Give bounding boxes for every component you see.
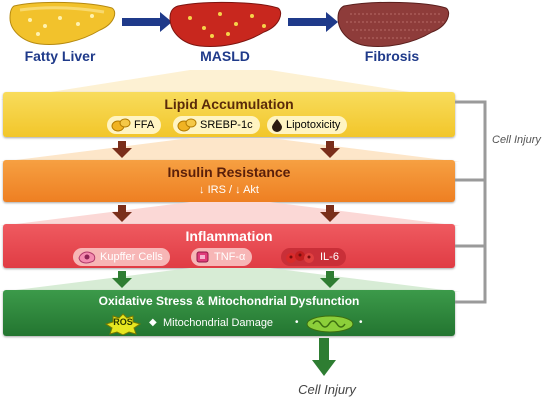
down-arrow-left (112, 271, 132, 288)
oxidative-stress-title: Oxidative Stress & Mitochondrial Dysfunc… (98, 294, 360, 308)
fibrosis-label: Fibrosis (364, 48, 420, 64)
diamond-icon: ◆ (149, 317, 157, 328)
lipotoxicity-label: Lipotoxicity (286, 119, 341, 131)
dot-separator: • (359, 317, 363, 328)
slash-separator: / (228, 184, 233, 196)
down-arrow-right (320, 141, 340, 158)
bottom-down-arrow (312, 338, 336, 376)
liver-progression (9, 1, 450, 47)
irs-label: IRS (207, 184, 226, 196)
insulin-resistance-title: Insulin Resistance (167, 164, 291, 180)
arrows-insulin-to-inflammation (0, 202, 460, 226)
irs-akt-row: ↓ IRS / ↓ Akt (3, 184, 455, 196)
cytokine-icon (196, 251, 209, 263)
dot-separator: • (295, 317, 299, 328)
kupffer-cells-label: Kupffer Cells (100, 251, 163, 263)
lipid-accumulation-band: Lipid Accumulation FFA SREBP-1c Lipotoxi… (3, 92, 455, 137)
down-arrow-icon: ↓ (235, 184, 241, 196)
side-cell-injury-label: Cell Injury (492, 134, 541, 146)
lipid-accumulation-title: Lipid Accumulation (164, 96, 294, 112)
lipotoxicity-pill: Lipotoxicity (267, 116, 348, 134)
progression-arrow-2 (288, 12, 338, 32)
ros-label: ROS (113, 317, 133, 327)
oil-drop-icon (272, 119, 282, 132)
inflammation-band: Inflammation Kupffer Cells TNF-α IL-6 (3, 224, 455, 268)
il6-pill: IL-6 (281, 248, 346, 266)
down-arrow-left (112, 141, 132, 158)
kupffer-cells-pill: Kupffer Cells (73, 248, 170, 266)
arrows-inflammation-to-oxidative (0, 268, 460, 292)
fatty-liver-label: Fatty Liver (24, 48, 96, 64)
down-arrow-right (320, 271, 340, 288)
immune-cell-cluster-icon (286, 251, 314, 263)
down-arrow-left (112, 205, 132, 222)
ros-icon: ROS (103, 313, 143, 340)
mitochondria-icon (306, 315, 354, 333)
progression-arrow-1 (122, 12, 172, 32)
fatty-liver-image (9, 1, 116, 45)
macrophage-icon (78, 251, 96, 264)
down-arrow-right (320, 205, 340, 222)
ffa-label: FFA (134, 119, 155, 131)
fat-droplet-icon (177, 118, 197, 132)
tnf-alpha-pill: TNF-α (191, 248, 253, 266)
tnf-alpha-label: TNF-α (214, 251, 246, 263)
masld-label: MASLD (200, 48, 250, 64)
akt-label: Akt (243, 184, 259, 196)
srebp-label: SREBP-1c (200, 119, 253, 131)
masld-liver-image (169, 1, 282, 47)
mitochondrial-damage-label: Mitochondrial Damage (163, 317, 274, 329)
srebp-pill: SREBP-1c (173, 116, 260, 134)
arrows-lipid-to-insulin (0, 138, 460, 162)
side-bracket (455, 100, 487, 304)
fat-droplet-icon (111, 118, 131, 132)
il6-label: IL-6 (320, 251, 339, 263)
fibrosis-liver-image (337, 1, 450, 47)
bottom-cell-injury-label: Cell Injury (298, 382, 356, 397)
down-arrow-icon: ↓ (199, 184, 205, 196)
insulin-resistance-band: Insulin Resistance ↓ IRS / ↓ Akt (3, 160, 455, 202)
oxidative-stress-band: Oxidative Stress & Mitochondrial Dysfunc… (3, 290, 455, 336)
inflammation-title: Inflammation (185, 228, 273, 244)
ffa-pill: FFA (107, 116, 162, 134)
